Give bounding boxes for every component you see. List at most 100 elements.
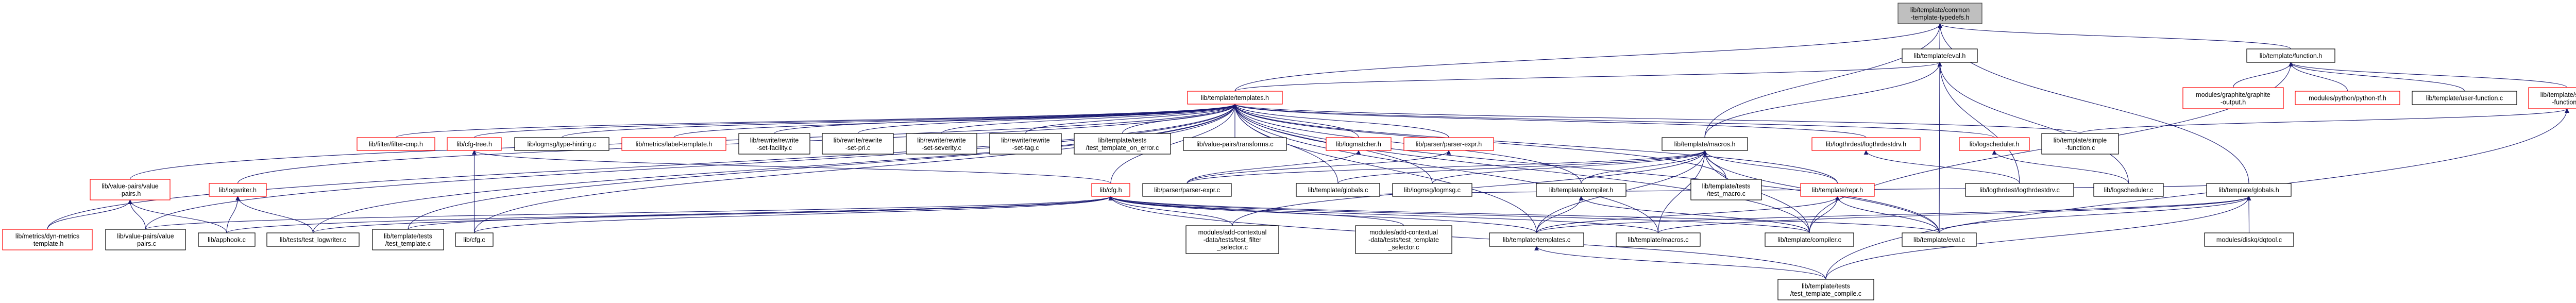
- node-logmsgc[interactable]: lib/logmsg/logmsg.c: [1392, 183, 1472, 197]
- node-parserexprc[interactable]: lib/parser/parser-expr.c: [1142, 183, 1232, 197]
- node-macrosh[interactable]: lib/template/macros.h: [1662, 137, 1748, 151]
- node-box: [822, 133, 894, 155]
- node-label: lib/filter/filter-cmp.h: [369, 141, 423, 148]
- node-templatesh[interactable]: lib/template/templates.h: [1187, 91, 1283, 105]
- node-globalsh[interactable]: lib/template/globals.h: [2206, 183, 2292, 197]
- node-label: lib/template/tests: [1098, 137, 1147, 144]
- edge-ttc-to-templatesc: [1534, 246, 1826, 280]
- node-rwpri[interactable]: lib/rewrite/rewrite-set-pri.c: [822, 133, 894, 155]
- node-label: lib/template/common: [1910, 6, 1970, 13]
- node-testlogwriter[interactable]: lib/tests/test_logwriter.c: [266, 232, 360, 247]
- edge-compilerc-to-compilerh: [1579, 196, 1810, 233]
- edge-templatesh-to-typedefs: [1234, 23, 1942, 92]
- node-compilerh[interactable]: lib/template/compiler.h: [1536, 183, 1626, 197]
- node-globalsc[interactable]: lib/template/globals.c: [1296, 183, 1380, 197]
- node-ttc[interactable]: lib/template/tests/test_template_compile…: [1777, 279, 1874, 300]
- edge-logthrc-to-logthrh: [1863, 150, 2020, 184]
- node-tonerr[interactable]: lib/template/tests/test_template_on_erro…: [1074, 133, 1171, 155]
- node-testtemplate[interactable]: lib/template/tests/test_template.c: [372, 229, 444, 250]
- node-transforms[interactable]: lib/value-pairs/transforms.c: [1183, 137, 1287, 151]
- node-box: [1355, 225, 1452, 254]
- node-rwtag[interactable]: lib/rewrite/rewrite-set-tag.c: [989, 133, 1062, 155]
- node-label: lib/template/simple: [2054, 137, 2107, 144]
- node-label: -set-facility.c: [757, 144, 792, 152]
- node-box: [1800, 183, 1875, 197]
- edge-logschedh-to-templatesh: [1232, 104, 1995, 138]
- node-rwfac[interactable]: lib/rewrite/rewrite-set-facility.c: [738, 133, 810, 155]
- node-cfgc[interactable]: lib/cfg.c: [455, 232, 494, 247]
- node-evalc[interactable]: lib/template/eval.c: [1902, 232, 1977, 247]
- node-tfs[interactable]: modules/add-contextual-data/tests/test_f…: [1185, 225, 1279, 254]
- node-compilerc[interactable]: lib/template/compiler.c: [1765, 232, 1854, 247]
- node-label: lib/template/simple: [2540, 91, 2576, 98]
- node-label: lib/template/macros.c: [1628, 237, 1688, 244]
- node-label: lib/template/tests: [1802, 282, 1850, 290]
- node-typehint[interactable]: lib/logmsg/type-hinting.c: [514, 137, 609, 151]
- node-typedefs[interactable]: lib/template/common-template-typedefs.h: [1897, 3, 1982, 24]
- node-labeltmpl[interactable]: lib/metrics/label-template.h: [621, 137, 726, 151]
- node-box: [2041, 133, 2119, 155]
- node-logthrh[interactable]: lib/logthrdest/logthrdestdrv.h: [1811, 137, 1921, 151]
- node-box: [198, 232, 256, 247]
- edge-apphook-to-logwriterh: [226, 196, 240, 233]
- edge-simplefuncc-to-simplefunch: [2079, 108, 2569, 134]
- node-logthrc[interactable]: lib/logthrdest/logthrdestdrv.c: [1965, 183, 2074, 197]
- node-simplefuncc[interactable]: lib/template/simple-function.c: [2041, 133, 2119, 155]
- node-label: lib/logthrdest/logthrdestdrv.c: [1979, 187, 2059, 194]
- node-dqtool[interactable]: modules/diskq/dqtool.c: [2204, 232, 2294, 247]
- node-simplefunch[interactable]: lib/template/simple-function.h: [2528, 87, 2576, 109]
- node-box: [1326, 137, 1392, 151]
- node-pythontf[interactable]: modules/python/python-tf.h: [2295, 91, 2400, 105]
- node-logschedh[interactable]: lib/logscheduler.h: [1959, 137, 2030, 151]
- node-box: [621, 137, 726, 151]
- edge-cfgtree-to-templatesh: [473, 104, 1238, 138]
- node-tts[interactable]: modules/add-contextual-data/tests/test_t…: [1355, 225, 1452, 254]
- node-logschedc[interactable]: lib/logscheduler.c: [2093, 183, 2164, 197]
- edge-typehint-to-templatesh: [561, 104, 1238, 138]
- node-vpc[interactable]: lib/value-pairs/value-pairs.c: [105, 229, 186, 250]
- edge-templatesc-to-globalsh: [1536, 196, 2251, 233]
- node-label: lib/template/repr.h: [1812, 187, 1863, 194]
- node-box: [1902, 232, 1977, 247]
- edge-dynmetrics-to-vph: [47, 199, 132, 230]
- node-box: [209, 183, 267, 197]
- node-functionh[interactable]: lib/template/function.h: [2246, 48, 2335, 63]
- node-label: /test_template_on_error.c: [1086, 144, 1159, 152]
- node-reprh[interactable]: lib/template/repr.h: [1800, 183, 1875, 197]
- node-apphook[interactable]: lib/apphook.c: [198, 232, 256, 247]
- node-dynmetrics[interactable]: lib/metrics/dyn-metrics-template.h: [2, 229, 93, 250]
- node-templatesc[interactable]: lib/template/templates.c: [1489, 232, 1584, 247]
- node-label: -pairs.h: [120, 190, 141, 197]
- edge-logschedc-to-logschedh: [1992, 150, 2129, 184]
- edge-parserexprc-to-parserexprh: [1187, 150, 1451, 184]
- node-graphite[interactable]: modules/graphite/graphite-output.h: [2182, 87, 2284, 109]
- edge-compilerc-to-cfgh: [1108, 196, 1810, 233]
- node-evalh[interactable]: lib/template/eval.h: [1902, 48, 1978, 63]
- node-cfgh[interactable]: lib/cfg.h: [1091, 183, 1130, 197]
- node-testmacro[interactable]: lib/template/tests/test_macro.c: [1690, 179, 1762, 200]
- edge-tfs-to-cfgh: [1108, 196, 1233, 226]
- edges-layer: [47, 23, 2569, 280]
- node-label: /test_macro.c: [1707, 190, 1745, 197]
- edge-reprh-to-templatesh: [1232, 104, 1838, 184]
- node-box: [447, 137, 502, 151]
- node-cfgtree[interactable]: lib/cfg-tree.h: [447, 137, 502, 151]
- node-userfunc[interactable]: lib/template/user-function.c: [2412, 91, 2517, 105]
- node-rwsev[interactable]: lib/rewrite/rewrite-set-severity.c: [906, 133, 977, 155]
- node-macrosc[interactable]: lib/template/macros.c: [1616, 232, 1701, 247]
- node-label: lib/logmatcher.h: [1336, 141, 1381, 148]
- node-box: [2246, 48, 2335, 63]
- node-logmatcher[interactable]: lib/logmatcher.h: [1326, 137, 1392, 151]
- node-logwriterh[interactable]: lib/logwriter.h: [209, 183, 267, 197]
- node-label: lib/logmsg/logmsg.c: [1404, 187, 1461, 194]
- node-filtercmp[interactable]: lib/filter/filter-cmp.h: [357, 137, 435, 151]
- node-box: [906, 133, 977, 155]
- edge-logmatcher-to-templatesh: [1232, 104, 1359, 138]
- node-parserexprh[interactable]: lib/parser/parser-expr.h: [1403, 137, 1494, 151]
- node-box: [1489, 232, 1584, 247]
- node-vph[interactable]: lib/value-pairs/value-pairs.h: [90, 179, 171, 200]
- node-box: [357, 137, 435, 151]
- node-label: lib/cfg.h: [1099, 187, 1122, 194]
- node-box: [1902, 48, 1978, 63]
- node-label: lib/template/tests: [384, 232, 432, 240]
